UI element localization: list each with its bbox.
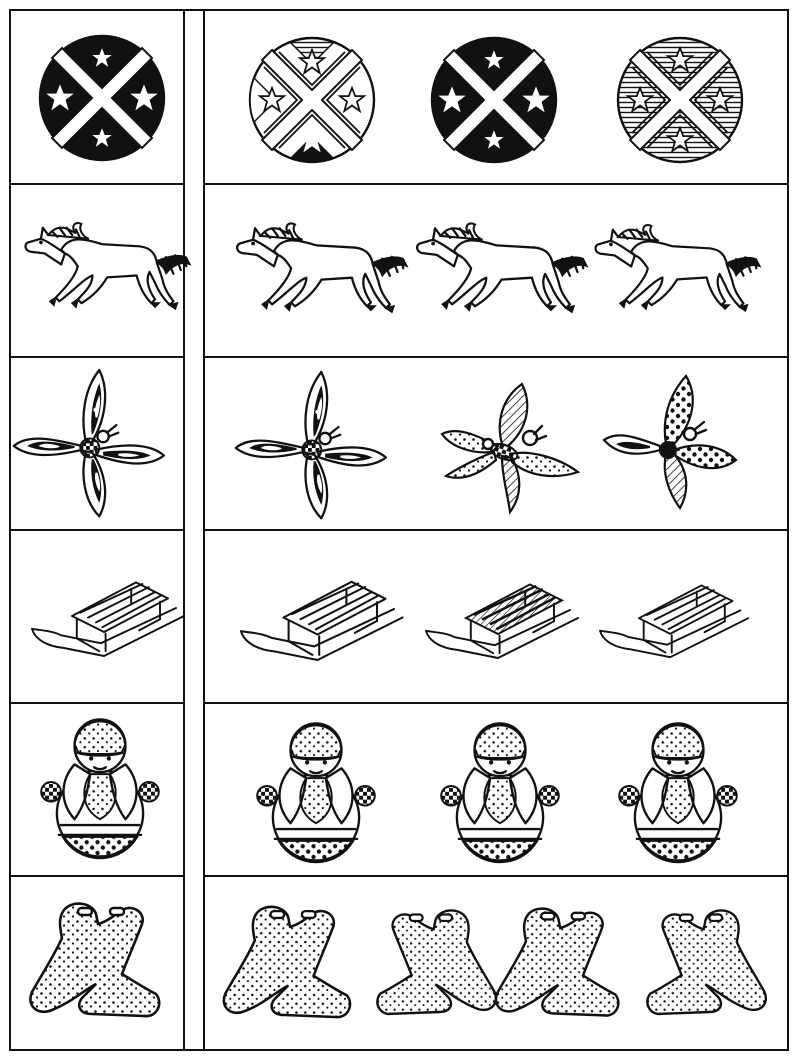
- option-horse-icon[interactable]: [416, 222, 589, 314]
- option-butterfly-icon[interactable]: [234, 370, 388, 520]
- option-mitten-icon[interactable]: [376, 909, 498, 1016]
- row-sled: [31, 580, 750, 662]
- sample-butterfly-icon: [12, 368, 166, 518]
- option-sled-icon[interactable]: [599, 584, 750, 659]
- option-butterfly-icon[interactable]: [602, 374, 738, 510]
- option-mitten-icon[interactable]: [494, 907, 620, 1017]
- sample-ball-icon: [40, 36, 164, 160]
- option-ball-icon[interactable]: [250, 38, 374, 162]
- option-doll-icon[interactable]: [440, 722, 560, 864]
- option-sled-icon[interactable]: [239, 580, 404, 662]
- option-horse-icon[interactable]: [594, 223, 762, 312]
- row-mitten: [29, 902, 768, 1019]
- row-horse: [24, 221, 762, 314]
- option-ball-icon[interactable]: [432, 38, 556, 162]
- option-butterfly-icon[interactable]: [440, 382, 580, 514]
- option-mitten-icon[interactable]: [646, 909, 768, 1016]
- option-horse-icon[interactable]: [236, 222, 409, 314]
- grid-frame: [9, 9, 789, 1051]
- sample-horse-icon: [24, 221, 192, 310]
- row-butterfly: [12, 368, 738, 520]
- option-doll-icon[interactable]: [256, 722, 376, 864]
- option-mitten-icon[interactable]: [222, 905, 352, 1019]
- option-ball-icon[interactable]: [618, 38, 742, 162]
- sample-sled-icon: [31, 581, 185, 657]
- option-sled-icon[interactable]: [424, 583, 580, 660]
- row-ball: [40, 36, 742, 162]
- sample-mitten-icon: [29, 902, 161, 1018]
- row-doll: [40, 718, 738, 864]
- option-doll-icon[interactable]: [618, 722, 738, 864]
- sample-doll-icon: [40, 718, 160, 860]
